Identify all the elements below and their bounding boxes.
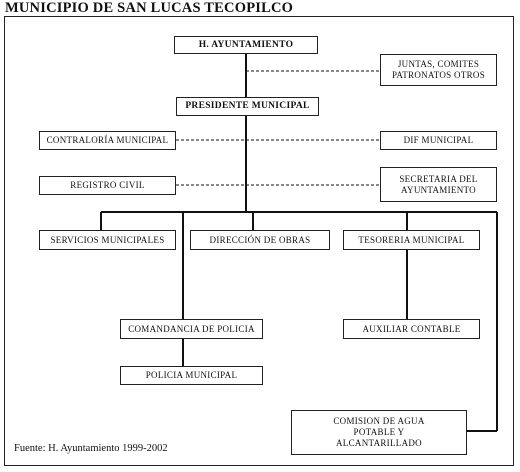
source-note: Fuente: H. Ayuntamiento 1999-2002: [14, 443, 168, 454]
chart-frame: [4, 16, 514, 466]
box-comandancia: COMANDANCIA DE POLICIA: [120, 319, 263, 339]
box-obras: DIRECCIÓN DE OBRAS: [190, 230, 330, 250]
box-comision: COMISION DE AGUA POTABLE Y ALCANTARILLAD…: [291, 410, 467, 455]
box-secretaria: SECRETARIA DEL AYUNTAMIENTO: [380, 167, 497, 202]
box-ayuntamiento: H. AYUNTAMIENTO: [174, 36, 318, 54]
box-auxiliar: AUXILIAR CONTABLE: [343, 319, 480, 339]
box-policia: POLICIA MUNICIPAL: [120, 366, 263, 385]
chart-title: MUNICIPIO DE SAN LUCAS TECOPILCO: [5, 0, 294, 16]
box-contraloria: CONTRALORÍA MUNICIPAL: [39, 131, 176, 150]
box-servicios: SERVICIOS MUNICIPALES: [39, 230, 176, 250]
box-presidente: PRESIDENTE MUNICIPAL: [176, 97, 319, 116]
box-tesoreria: TESORERIA MUNICIPAL: [343, 230, 480, 250]
box-dif: DIF MUNICIPAL: [380, 131, 497, 150]
box-registro: REGISTRO CIVIL: [39, 176, 176, 195]
box-juntas: JUNTAS, COMITES PATRONATOS OTROS: [380, 54, 497, 86]
